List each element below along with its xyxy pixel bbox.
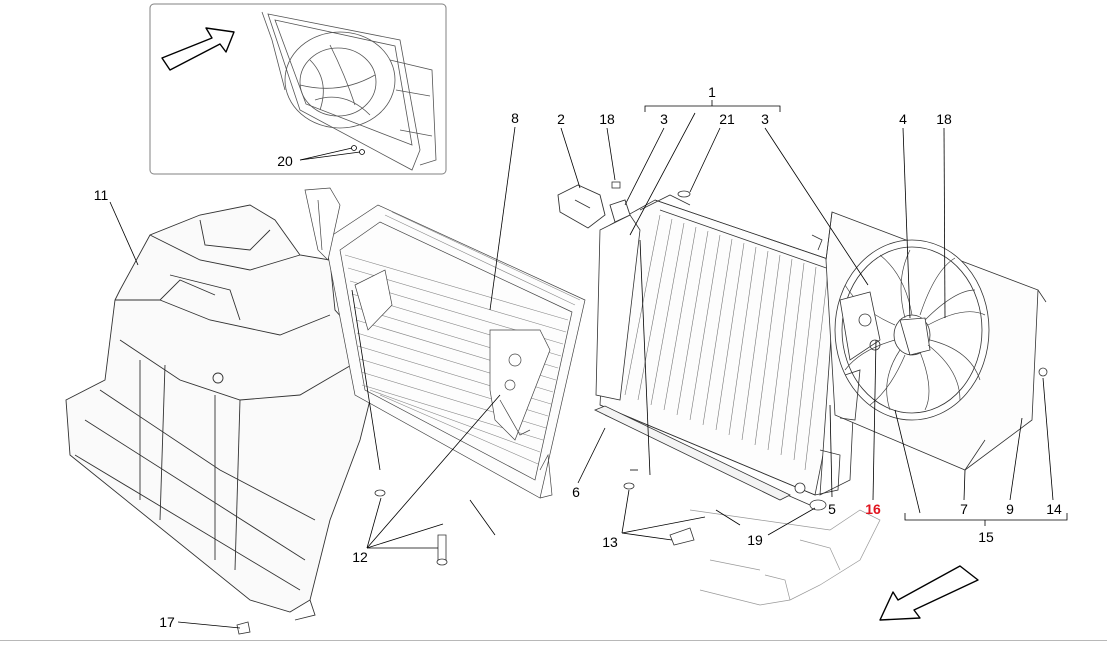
callout-8: 8 (511, 110, 519, 126)
condenser (304, 187, 586, 499)
direction-arrow-icon (161, 27, 235, 71)
callout-18: 18 (599, 111, 615, 127)
callout-14: 14 (1046, 501, 1062, 517)
direction-arrow-icon (879, 565, 979, 621)
callout-13: 13 (602, 534, 618, 550)
radiator (595, 194, 861, 506)
air-duct-shroud (65, 204, 381, 621)
leader-lines (109, 100, 1068, 629)
callout-20: 20 (277, 153, 293, 169)
callout-16: 16 (865, 501, 881, 517)
callout-3: 3 (761, 111, 769, 127)
electric-fan-assembly (811, 211, 1047, 471)
callout-9: 9 (1006, 501, 1014, 517)
callout-11: 11 (93, 187, 109, 203)
chassis-crossmember (689, 509, 881, 606)
callout-1: 1 (708, 84, 716, 100)
callout-19: 19 (747, 532, 763, 548)
detail-inset (149, 3, 447, 175)
callout-6: 6 (572, 484, 580, 500)
callout-15: 15 (978, 529, 994, 545)
callout-21: 21 (719, 111, 735, 127)
callout-7: 7 (960, 501, 968, 517)
bottom-divider (0, 640, 1107, 641)
callout-4: 4 (899, 111, 907, 127)
callout-18: 18 (936, 111, 952, 127)
callout-3: 3 (660, 111, 668, 127)
callout-5: 5 (828, 501, 836, 517)
upper-bracket (557, 184, 631, 229)
callout-17: 17 (159, 614, 175, 630)
callout-2: 2 (557, 111, 565, 127)
seal-strip (594, 405, 791, 501)
callout-12: 12 (352, 549, 368, 565)
